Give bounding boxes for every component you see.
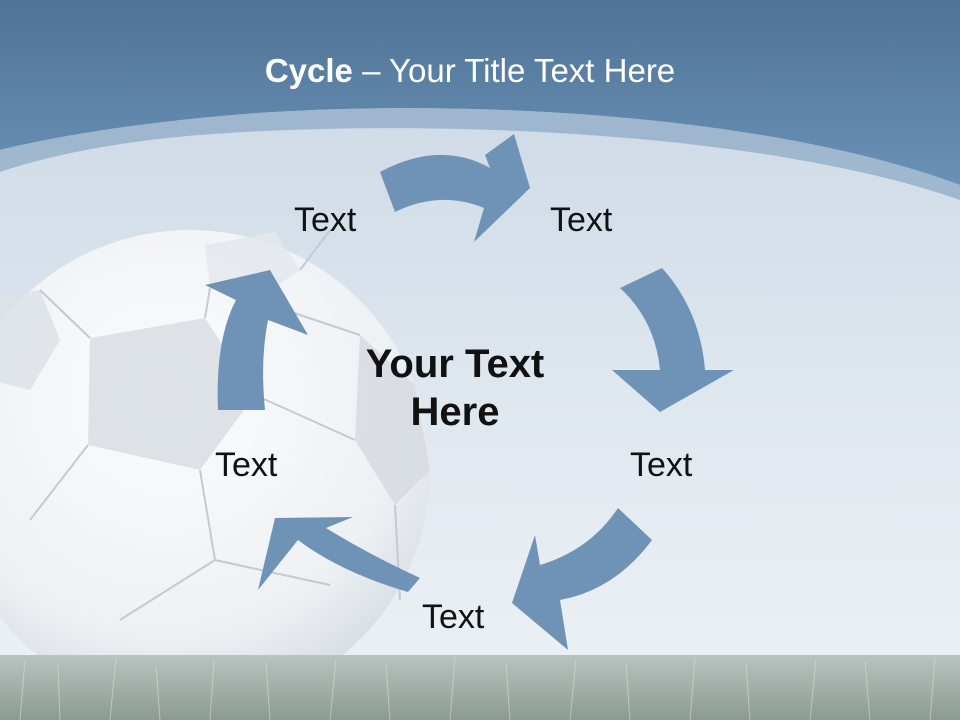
center-text-line-1: Your Text (365, 342, 545, 386)
slide-title: Cycle – Your Title Text Here (0, 52, 940, 90)
soccer-ball-image (0, 229, 430, 710)
slide-title-rest: – Your Title Text Here (352, 52, 676, 89)
center-text-line-2: Here (410, 390, 500, 434)
cycle-arrow-2 (612, 268, 734, 412)
cycle-node-text-3: Text (630, 446, 693, 484)
cycle-node-text-4: Text (422, 598, 485, 636)
cycle-arrow-5 (205, 270, 308, 410)
center-text: Your Text Here (320, 340, 590, 436)
slide-title-bold: Cycle (264, 52, 353, 89)
cycle-arrow-3 (512, 508, 652, 650)
cycle-node-text-5: Text (215, 446, 278, 484)
grass-strip (0, 655, 960, 720)
cycle-node-text-2: Text (550, 201, 613, 239)
cycle-node-text-1: Text (294, 201, 357, 239)
cycle-arrow-4 (258, 517, 420, 592)
cycle-arrow-1 (380, 134, 530, 242)
